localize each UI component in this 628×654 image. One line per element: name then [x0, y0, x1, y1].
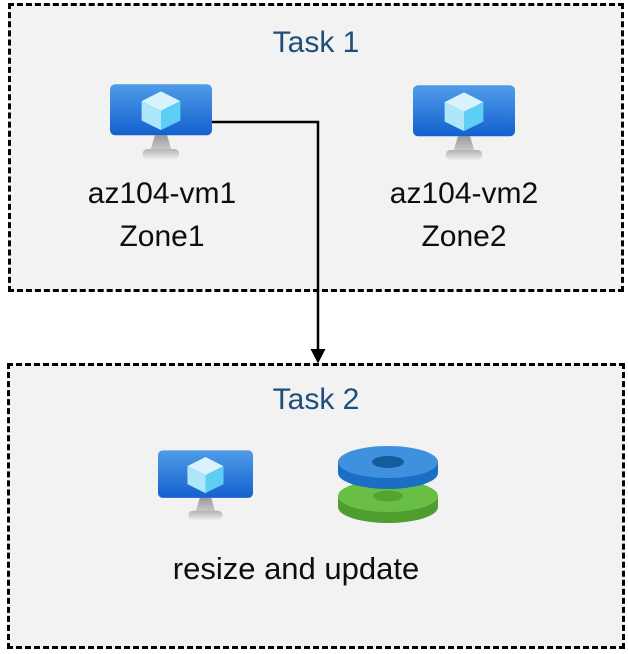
- vm1-name: az104-vm1: [87, 177, 237, 210]
- task1-title: Task 1: [272, 26, 360, 59]
- task2-caption: resize and update: [172, 551, 420, 586]
- arrowhead-down-icon: [310, 349, 326, 364]
- vm2-zone: Zone2: [421, 220, 507, 253]
- managed-disks-icon: [338, 446, 438, 523]
- vm2-name: az104-vm2: [389, 177, 539, 210]
- virtual-machine-icon: [158, 450, 253, 520]
- virtual-machine-icon: [110, 84, 212, 159]
- vm2-label: az104-vm2 Zone2: [344, 172, 584, 258]
- vm1-label: az104-vm1 Zone1: [42, 172, 282, 258]
- task2-box: Task 2 resize and update: [7, 363, 625, 649]
- vm1-zone: Zone1: [119, 220, 205, 253]
- task1-box: Task 1 az104-vm1 Zone1 az104-vm2 Zone2: [8, 3, 624, 292]
- task2-title: Task 2: [272, 383, 360, 416]
- virtual-machine-icon: [413, 85, 515, 160]
